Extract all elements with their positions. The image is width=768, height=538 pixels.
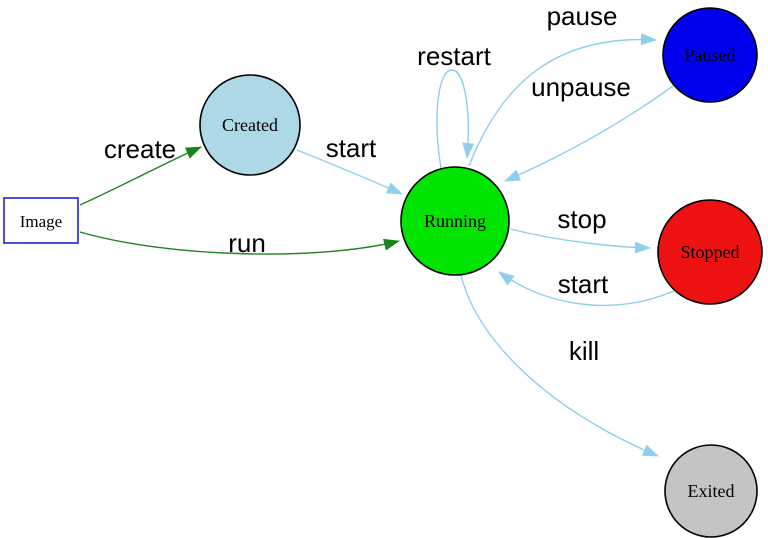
edge-unpause xyxy=(504,85,674,182)
edge-stop xyxy=(509,228,651,254)
image-label: Image xyxy=(20,212,62,231)
edge-label-restart: restart xyxy=(417,41,491,71)
edge-label-stop: stop xyxy=(557,204,606,234)
node-exited: Exited xyxy=(664,444,758,538)
edge-label-start-bottom: start xyxy=(558,269,609,299)
created-label: Created xyxy=(222,115,278,135)
edge-restart-self-loop xyxy=(436,69,475,169)
node-image: Image xyxy=(3,197,79,244)
edge-start-from-stopped xyxy=(498,271,675,307)
running-label: Running xyxy=(424,211,486,231)
edge-label-unpause: unpause xyxy=(531,72,631,102)
edge-pause xyxy=(468,33,657,167)
edge-kill xyxy=(460,274,659,457)
node-paused: Paused xyxy=(662,7,758,103)
node-stopped: Stopped xyxy=(657,199,763,305)
node-running: Running xyxy=(400,166,510,276)
exited-circle xyxy=(664,444,758,538)
edge-create xyxy=(79,146,202,206)
paused-circle xyxy=(662,7,758,103)
image-box xyxy=(3,197,79,244)
created-circle xyxy=(199,74,301,176)
edge-label-kill: kill xyxy=(569,336,599,366)
stopped-circle xyxy=(657,199,763,305)
exited-label: Exited xyxy=(688,481,735,501)
edge-start-from-created xyxy=(296,149,403,195)
edge-label-create: create xyxy=(104,134,176,164)
edge-run xyxy=(79,231,400,255)
edge-label-pause: pause xyxy=(547,1,618,31)
stopped-label: Stopped xyxy=(680,242,739,262)
edge-label-run: run xyxy=(228,228,266,258)
node-created: Created xyxy=(199,74,301,176)
running-circle xyxy=(400,166,510,276)
paused-label: Paused xyxy=(685,45,736,65)
edge-label-start-top: start xyxy=(326,133,377,163)
